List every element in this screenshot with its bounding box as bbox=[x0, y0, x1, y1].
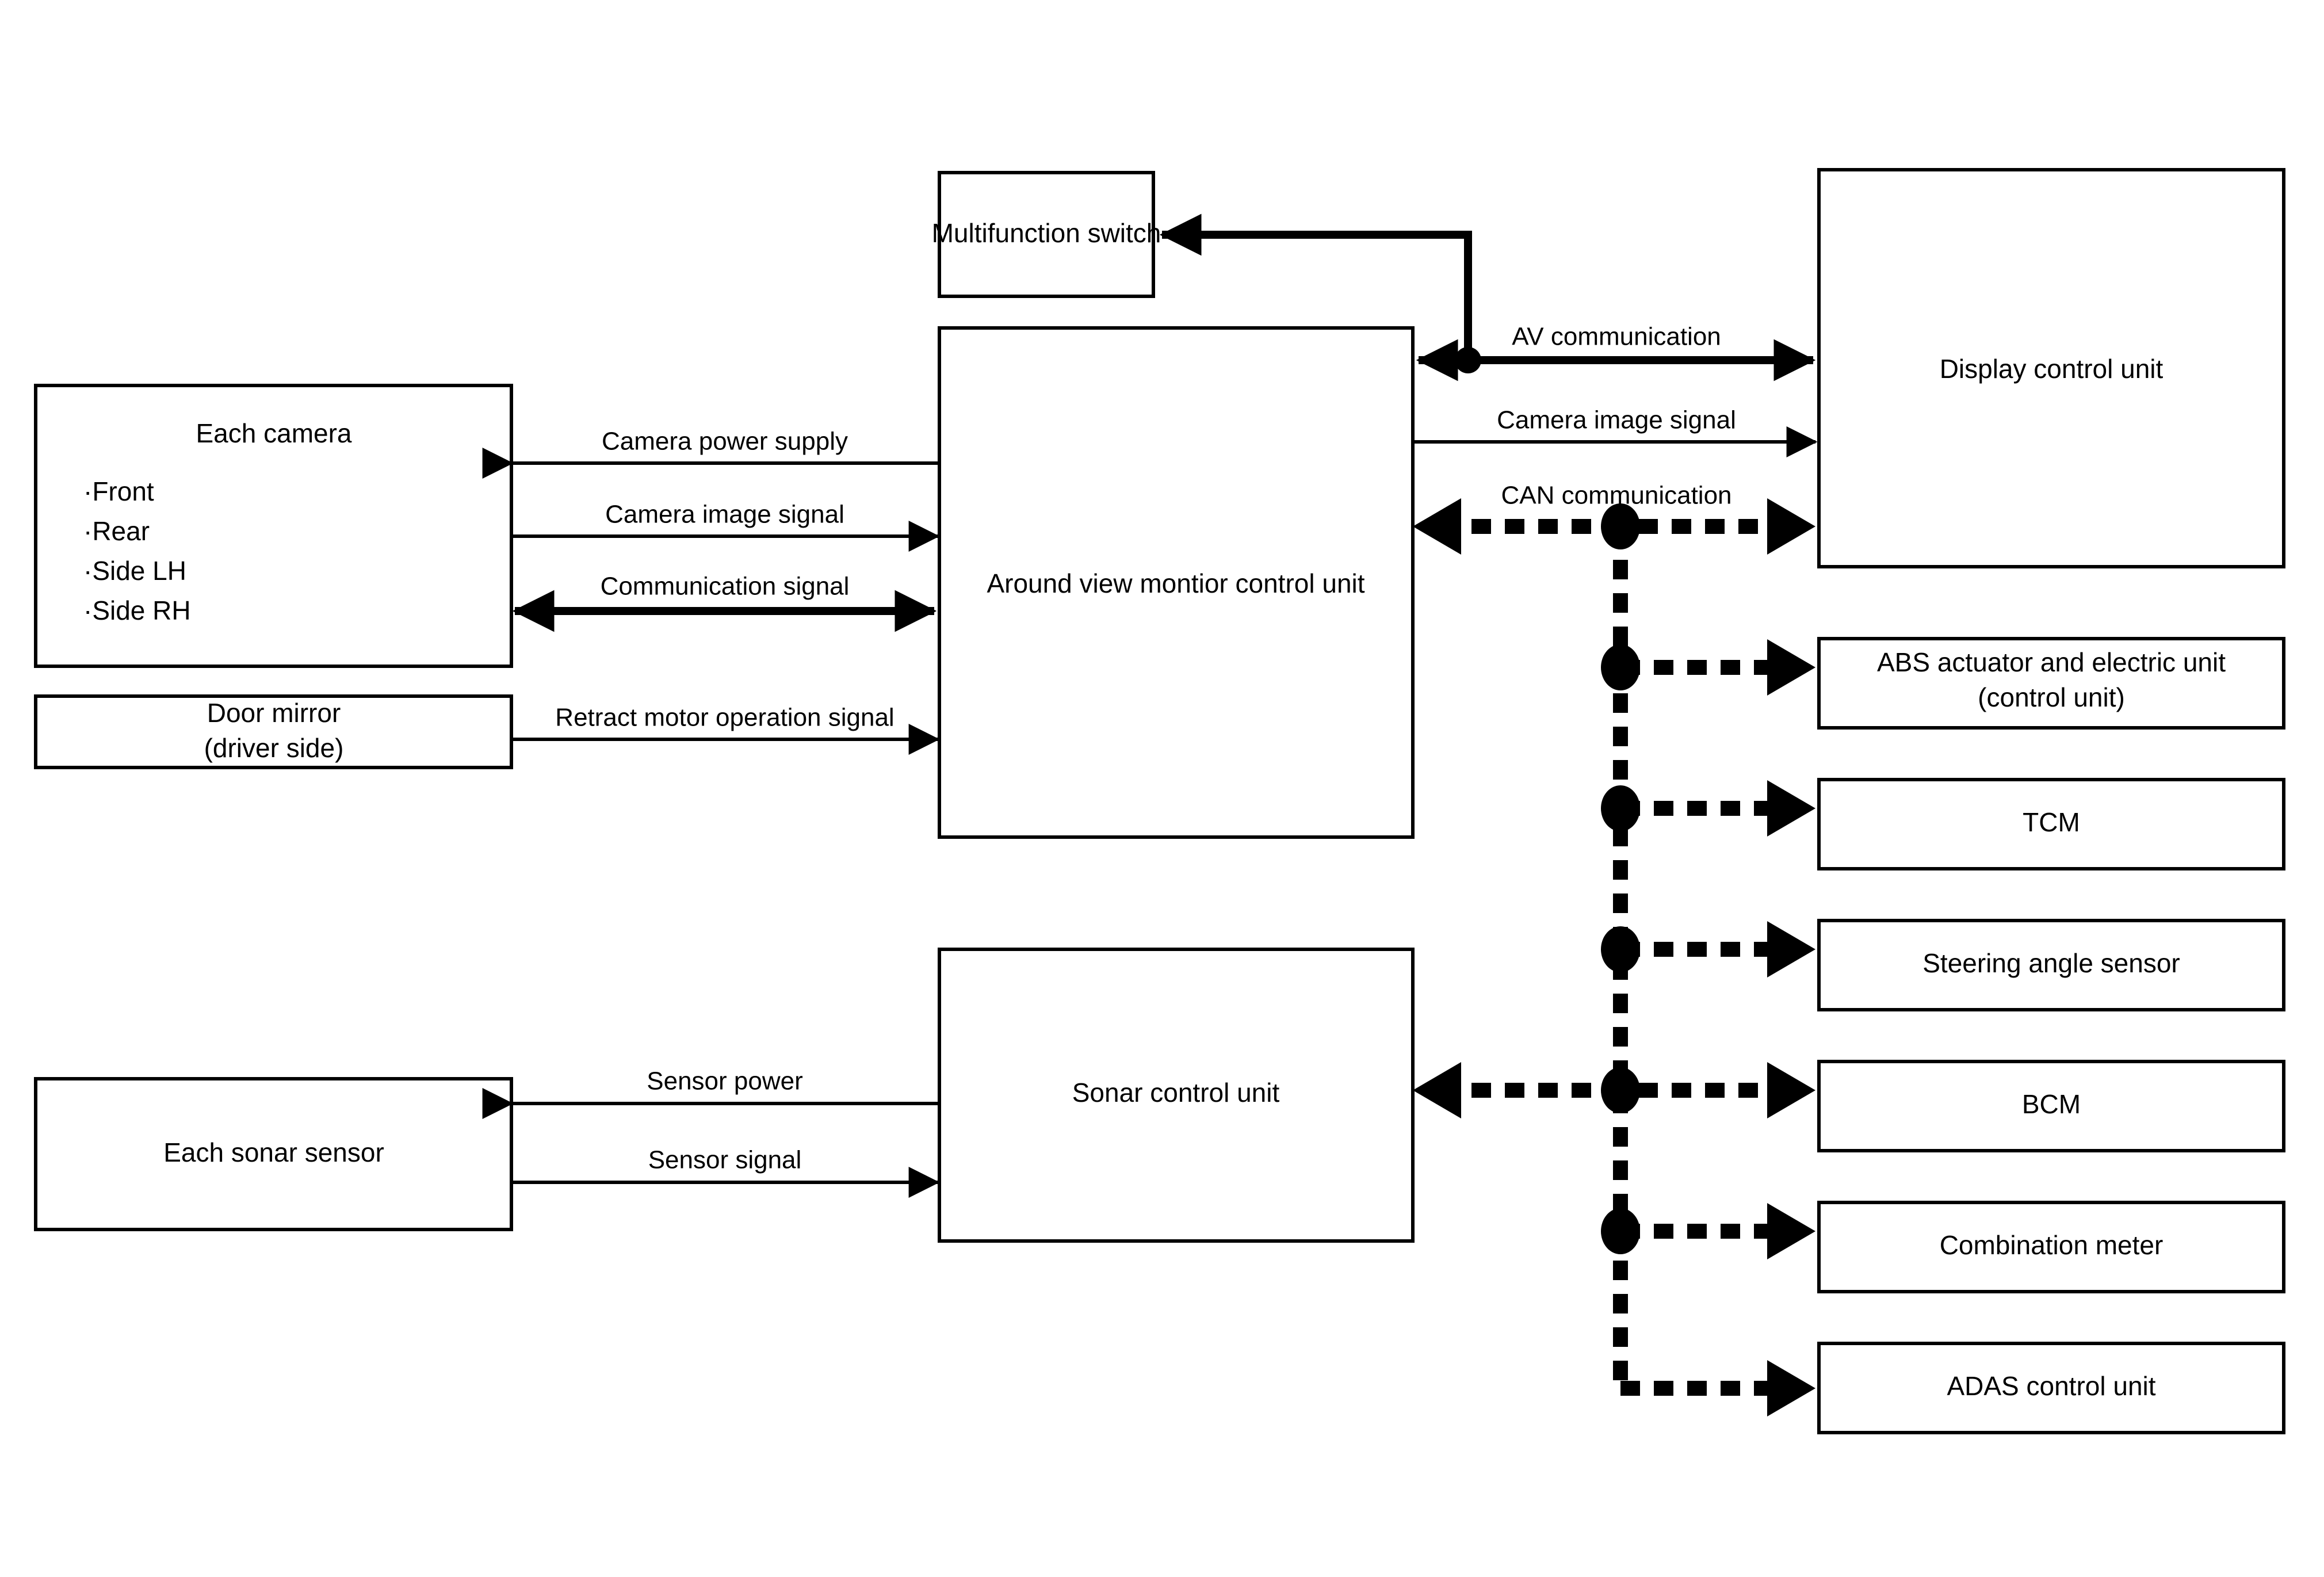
can-junction-tcm bbox=[1601, 785, 1640, 831]
can-arrowhead-to-tcm bbox=[1767, 780, 1815, 837]
box-multifunction-switch[interactable]: Multifunction switch bbox=[932, 171, 1161, 298]
signal-communication-signal: Communication signal bbox=[512, 572, 937, 632]
box-each-camera-title: Each camera bbox=[196, 418, 351, 448]
box-sonar-control-unit[interactable]: Sonar control unit bbox=[938, 948, 1415, 1243]
box-display-control-unit[interactable]: Display control unit bbox=[1817, 168, 2285, 568]
box-avm-control-unit-label: Around view montior control unit bbox=[987, 568, 1364, 598]
can-arrowhead-to-bcm bbox=[1767, 1062, 1815, 1118]
box-avm-control-unit[interactable]: Around view montior control unit bbox=[938, 326, 1415, 839]
can-arrowhead-to-avm bbox=[1413, 498, 1461, 555]
box-display-control-unit-label: Display control unit bbox=[1940, 354, 2164, 384]
signal-sensor-power-label: Sensor power bbox=[647, 1067, 802, 1095]
signal-sensor-signal: Sensor signal bbox=[511, 1146, 940, 1198]
box-abs-actuator-line2: (control unit) bbox=[1978, 682, 2125, 712]
signal-av-communication-label: AV communication bbox=[1512, 323, 1721, 351]
can-arrowhead-to-abs bbox=[1767, 639, 1815, 696]
box-tcm-label: TCM bbox=[2023, 807, 2080, 837]
can-junction-abs bbox=[1601, 644, 1640, 690]
signal-retract-motor-operation-signal-label: Retract motor operation signal bbox=[555, 704, 894, 732]
box-each-camera[interactable]: Each camera ·Front ·Rear ·Side LH ·Side … bbox=[34, 384, 513, 668]
signal-av-communication: AV communication bbox=[1416, 323, 1816, 381]
box-each-sonar-sensor[interactable]: Each sonar sensor bbox=[34, 1077, 513, 1231]
can-arrowhead-to-adas bbox=[1767, 1360, 1815, 1416]
box-door-mirror-line2: (driver side) bbox=[204, 733, 344, 763]
can-junction-bcm bbox=[1601, 1067, 1640, 1113]
signal-camera-image-signal-left: Camera image signal bbox=[511, 501, 940, 552]
av-communication-junction-dot bbox=[1455, 347, 1481, 373]
signal-retract-motor-operation-signal: Retract motor operation signal bbox=[511, 704, 940, 755]
signal-sensor-signal-label: Sensor signal bbox=[648, 1146, 802, 1174]
camera-item-side-lh: ·Side LH bbox=[83, 556, 186, 586]
box-abs-actuator[interactable]: ABS actuator and electric unit (control … bbox=[1817, 637, 2285, 730]
signal-camera-image-signal-right: Camera image signal bbox=[1413, 406, 1818, 457]
box-adas-control-unit[interactable]: ADAS control unit bbox=[1817, 1342, 2285, 1434]
box-each-sonar-sensor-label: Each sonar sensor bbox=[163, 1137, 384, 1167]
box-sonar-control-unit-label: Sonar control unit bbox=[1072, 1078, 1280, 1108]
box-door-mirror-line1: Door mirror bbox=[207, 698, 341, 728]
box-bcm[interactable]: BCM bbox=[1817, 1060, 2285, 1152]
box-steering-angle-sensor-label: Steering angle sensor bbox=[1922, 948, 2180, 978]
camera-item-side-rh: ·Side RH bbox=[83, 595, 191, 625]
can-arrowhead-to-sonar-unit bbox=[1413, 1062, 1461, 1118]
can-junction-display bbox=[1601, 503, 1640, 549]
box-combination-meter-label: Combination meter bbox=[1940, 1230, 2164, 1260]
can-junction-combination-meter bbox=[1601, 1208, 1640, 1254]
box-multifunction-switch-label: Multifunction switch bbox=[932, 218, 1161, 248]
box-abs-actuator-line1: ABS actuator and electric unit bbox=[1877, 647, 2226, 677]
signal-camera-image-signal-right-label: Camera image signal bbox=[1497, 406, 1736, 434]
can-junction-steering bbox=[1601, 926, 1640, 972]
signal-sensor-power: Sensor power bbox=[482, 1067, 938, 1119]
signal-communication-signal-label: Communication signal bbox=[601, 572, 850, 601]
signal-camera-power-supply-label: Camera power supply bbox=[602, 427, 848, 456]
box-bcm-label: BCM bbox=[2022, 1089, 2081, 1119]
signal-camera-power-supply: Camera power supply bbox=[482, 427, 938, 479]
box-combination-meter[interactable]: Combination meter bbox=[1817, 1201, 2285, 1293]
can-arrowhead-to-combination-meter bbox=[1767, 1203, 1815, 1259]
can-bus: CAN communication bbox=[1413, 482, 1815, 1416]
box-door-mirror[interactable]: Door mirror (driver side) bbox=[34, 694, 513, 769]
multifunction-switch-branch bbox=[1159, 213, 1472, 360]
signal-camera-image-signal-left-label: Camera image signal bbox=[605, 501, 844, 529]
can-arrowhead-to-steering bbox=[1767, 921, 1815, 977]
camera-item-rear: ·Rear bbox=[83, 516, 150, 546]
box-adas-control-unit-label: ADAS control unit bbox=[1947, 1371, 2155, 1401]
camera-item-front: ·Front bbox=[83, 476, 154, 506]
can-arrowhead-to-display bbox=[1767, 498, 1815, 555]
box-tcm[interactable]: TCM bbox=[1817, 778, 2285, 870]
box-steering-angle-sensor[interactable]: Steering angle sensor bbox=[1817, 919, 2285, 1011]
